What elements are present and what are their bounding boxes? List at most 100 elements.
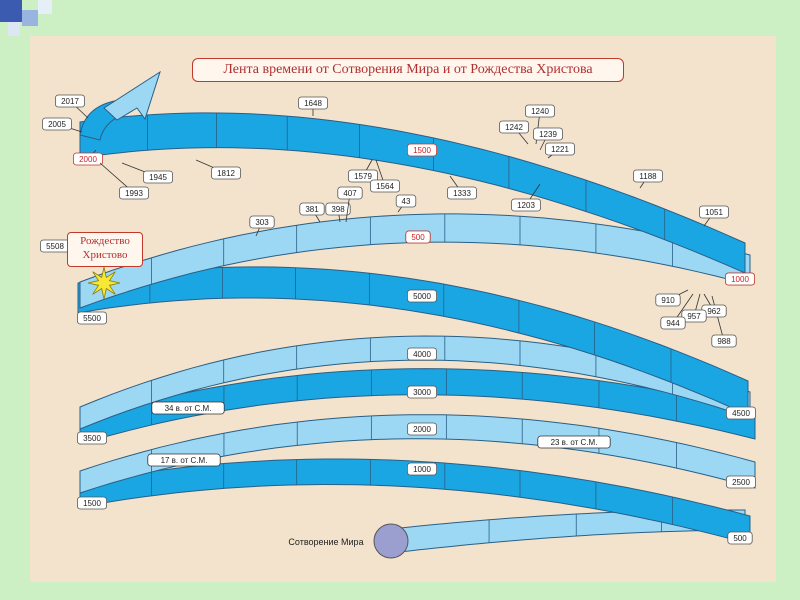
year-event-text: 2000 [79, 155, 97, 164]
era-note: 17 в. от С.М. [147, 453, 221, 467]
creation-globe [373, 523, 409, 559]
year-event-box [533, 127, 564, 141]
year-event: 1221 [545, 142, 576, 156]
year-event-text: 500 [411, 233, 425, 242]
corner-square [8, 22, 20, 36]
year-event-text: 1945 [149, 173, 167, 182]
year-event-box [525, 104, 556, 118]
christmas-label-line: Рождество [80, 235, 130, 247]
year-event-text: 407 [343, 189, 357, 198]
year-event-text: 2005 [48, 120, 66, 129]
year-event: 407 [337, 186, 363, 200]
year-event-box [210, 166, 241, 180]
band-center-label-box [406, 289, 437, 303]
corner-square [38, 0, 52, 14]
band-center-label-box [406, 143, 437, 157]
year-event-text: 1000 [731, 275, 749, 284]
year-event-text: 2017 [61, 97, 79, 106]
band-center-label-box [406, 347, 437, 361]
band-row-5 [79, 414, 756, 494]
year-event-text: 1188 [639, 172, 657, 181]
year-event: 1051 [699, 205, 730, 219]
band-center-label-text: 5000 [413, 292, 431, 301]
year-event-text: 43 [402, 197, 411, 206]
band-center-label-text: 4000 [413, 350, 431, 359]
year-event-box [395, 194, 417, 208]
year-event: 1564 [369, 179, 400, 193]
band-center-label-box [406, 385, 437, 399]
year-event-text: 381 [305, 205, 319, 214]
creation-label: Сотворение Мира [288, 537, 363, 547]
band-center-label-text: 3000 [413, 388, 431, 397]
christmas-star [87, 266, 121, 300]
year-event-text: 1564 [376, 182, 394, 191]
year-event-text: 1203 [517, 201, 535, 210]
year-event-box [337, 186, 363, 200]
year-event-box [405, 230, 431, 244]
turn-label: 5500 [77, 311, 108, 325]
year-event: 1812 [210, 166, 241, 180]
band-center-label-box [727, 531, 753, 545]
christmas-label-line: Христово [82, 249, 128, 261]
era-note: 23 в. от С.М. [537, 435, 611, 449]
year-event-text: 1648 [304, 99, 322, 108]
band-center-label: 1000 [406, 462, 437, 476]
year-event: 1203 [510, 198, 541, 212]
year-event-box [249, 215, 275, 229]
corner-square [0, 0, 22, 22]
corner-square [22, 10, 38, 26]
turn-label-box [77, 311, 108, 325]
year-event-text: 1242 [505, 123, 523, 132]
year-event-box [545, 142, 576, 156]
era-note-box [537, 435, 611, 449]
diagram-title: Лента времени от Сотворения Мира и от Ро… [192, 58, 624, 82]
band-center-label-box [406, 422, 437, 436]
year-event-box [142, 170, 173, 184]
band-center-label: 4000 [406, 347, 437, 361]
band-center-label-text: 2000 [413, 425, 431, 434]
year-event-text: 1239 [539, 130, 557, 139]
turn-label: 3500 [77, 431, 108, 445]
year-event-box [369, 179, 400, 193]
turn-label-text: 3500 [83, 434, 101, 443]
year-event: 1579 [347, 169, 378, 183]
year-event: 303 [249, 215, 275, 229]
band-center-label: 1500 [406, 143, 437, 157]
year-event-box [711, 334, 737, 348]
year-event-box [725, 272, 756, 286]
band-center-label-text: 1500 [413, 146, 431, 155]
band-center-label-text: 1000 [413, 465, 431, 474]
turn-label-text: 1500 [83, 499, 101, 508]
year-event-text: 1051 [705, 208, 723, 217]
year-event: 988 [711, 334, 737, 348]
year-event-box [55, 94, 86, 108]
year-event: 910 [655, 293, 681, 307]
year-event-box [660, 316, 686, 330]
year-event: 1242 [498, 120, 529, 134]
year-event: 2000 [73, 152, 104, 166]
year-event: 1945 [142, 170, 173, 184]
year-event-text: 1579 [354, 172, 372, 181]
year-event: 1240 [525, 104, 556, 118]
year-event: 398 [325, 202, 351, 216]
turn-label-box [77, 431, 108, 445]
leader-line [711, 295, 725, 342]
year-event-text: 910 [661, 296, 675, 305]
year-event-box [446, 186, 477, 200]
year-event-text: 962 [707, 307, 721, 316]
band-center-label: 500 [727, 531, 753, 545]
year-event-box [347, 169, 378, 183]
year-event: 2017 [55, 94, 86, 108]
band-center-label: 3000 [406, 385, 437, 399]
turn-label-text: 4500 [732, 409, 750, 418]
year-event-text: 944 [666, 319, 680, 328]
band-center-label-text: 500 [733, 534, 747, 543]
turn-label-box [726, 475, 757, 489]
band-row-4 [79, 368, 756, 445]
year-event: 1188 [633, 169, 664, 183]
year-event-box [510, 198, 541, 212]
year-event: 2005 [42, 117, 73, 131]
year-event-text: 988 [717, 337, 731, 346]
turn-label-text: 5500 [83, 314, 101, 323]
